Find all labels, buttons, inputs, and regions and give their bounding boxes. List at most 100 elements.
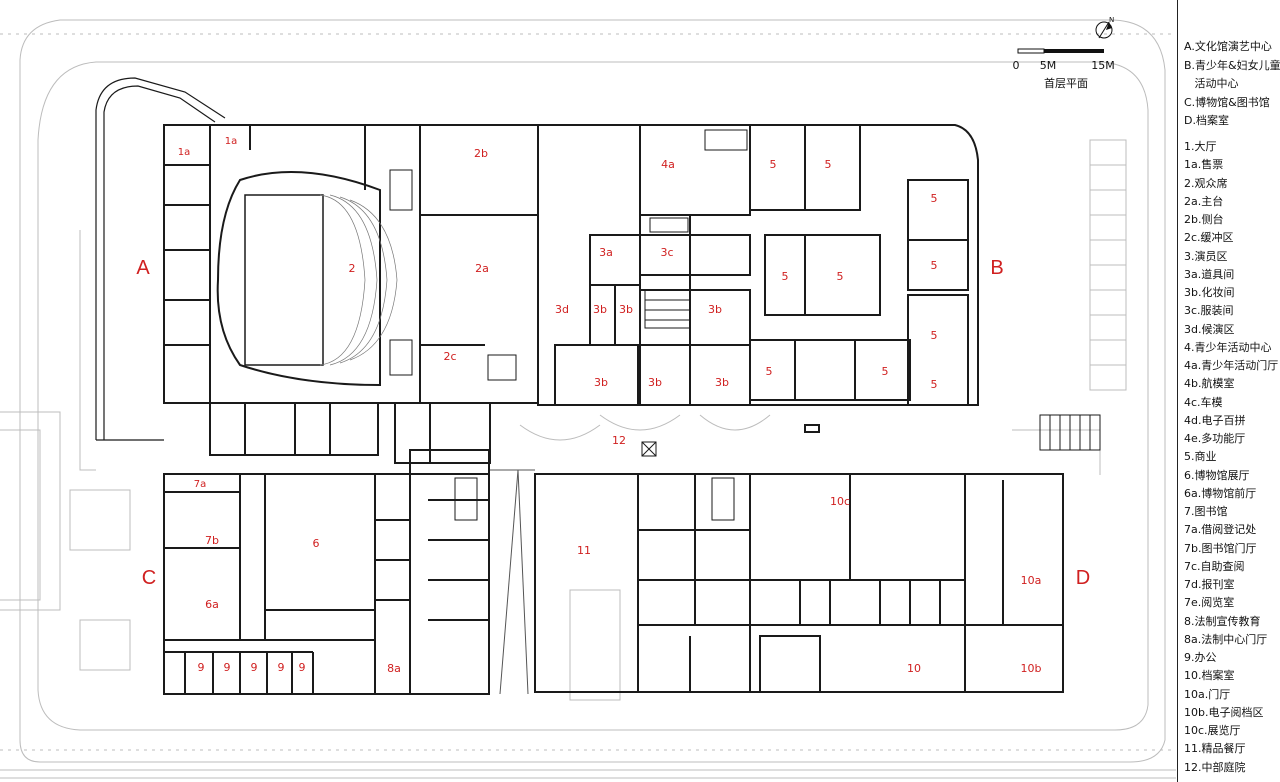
zone-label-d: D [1076,567,1090,589]
legend-room-item: 10b.电子阅档区 [1184,705,1264,719]
room-label: 5 [782,270,789,283]
legend-zone-c: C.博物馆&图书馆 [1184,95,1270,109]
legend-room-item: 1a.售票 [1184,158,1224,172]
legend-room-item: 7b.图书馆门厅 [1184,541,1257,555]
room-label: 10a [1021,574,1042,587]
room-label: 9 [251,661,258,674]
zone-labels: A B C D [136,257,1090,589]
legend-room-item: 11.精品餐厅 [1184,742,1246,756]
legend-room-item: 6a.博物馆前厅 [1184,486,1257,500]
room-label: 2 [349,262,356,275]
legend-zone-a: A.文化馆演艺中心 [1184,40,1272,53]
room-label: 12 [612,434,626,447]
room-label: 3b [715,376,729,389]
room-label: 4a [661,158,675,171]
room-label: 5 [766,365,773,378]
legend-room-item: 4d.电子百拼 [1184,413,1246,427]
legend-zone-b: B.青少年&妇女儿童 [1184,58,1280,72]
zone-label-c: C [142,567,156,589]
legend-room-item: 7a.借阅登记处 [1184,523,1257,537]
room-label: 3b [594,376,608,389]
room-label: 11 [577,544,591,557]
room-label: 8a [387,662,401,675]
zone-legend: A.文化馆演艺中心 B.青少年&妇女儿童 活动中心 C.博物馆&图书馆 D.档案… [1184,38,1280,131]
room-label: 5 [931,378,938,391]
walls [163,124,1064,695]
scale-tick-15m: 15M [1091,59,1115,72]
room-label: 1a [225,136,238,147]
legend-room-item: 5.商业 [1184,450,1217,464]
legend-room-item: 2a.主台 [1184,194,1224,208]
site-outline [0,19,1176,779]
room-label: 3b [593,303,607,316]
room-label: 6 [313,537,320,550]
room-label: 10 [907,662,921,675]
room-label: 6a [205,598,219,611]
curved-facade [95,77,226,441]
scale-tick-5m: 5M [1040,59,1057,72]
legend-room-item: 4e.多功能厅 [1184,432,1246,445]
room-label: 10b [1021,662,1042,675]
room-label: 5 [825,158,832,171]
room-label: 3d [555,303,569,316]
room-label: 3c [660,246,673,259]
room-label: 3b [708,303,722,316]
legend-room-item: 3.演员区 [1184,249,1228,263]
floor-plan: 1a 1a 2b 2 2a 2c 4a 5 5 5 3a 3c 3d 3b 3b… [0,16,1176,779]
north-arrow-icon: N [1095,16,1114,39]
legend-room-item: 4c.车模 [1184,395,1223,409]
zone-label-b: B [990,257,1003,279]
room-label: 9 [278,661,285,674]
north-label: N [1109,16,1114,24]
legend-room-item: 4b.航模室 [1184,377,1235,391]
legend-room-item: 6.博物馆展厅 [1184,468,1250,482]
room-labels: 1a 1a 2b 2 2a 2c 4a 5 5 5 3a 3c 3d 3b 3b… [178,136,1042,675]
room-label: 2a [475,262,489,275]
legend-zone-d: D.档案室 [1184,114,1229,128]
room-label: 7a [194,479,207,490]
legend-room-item: 7d.报刊室 [1184,578,1235,591]
legend-room-item: 8a.法制中心门厅 [1184,632,1268,646]
room-label: 9 [224,661,231,674]
legend-room-item: 3a.道具间 [1184,267,1235,281]
legend-zone-b-cont: 活动中心 [1184,77,1239,91]
room-label: 1a [178,147,191,158]
zone-label-a: A [136,257,150,279]
legend-room-item: 2.观众席 [1184,176,1228,190]
legend-room-item: 2c.缓冲区 [1184,231,1234,245]
legend-room-item: 1.大厅 [1184,140,1217,153]
legend-panel: A.文化馆演艺中心 B.青少年&妇女儿童 活动中心 C.博物馆&图书馆 D.档案… [1177,0,1280,782]
legend-room-item: 3c.服装间 [1184,304,1234,318]
legend-room-item: 10c.展览厅 [1184,724,1241,737]
scale-bar: 0 5M 15M 首层平面 [1013,48,1115,90]
room-label: 5 [931,192,938,205]
room-label: 5 [931,329,938,342]
room-label: 5 [931,259,938,272]
room-label: 5 [882,365,889,378]
scale-tick-0: 0 [1013,59,1020,72]
room-label: 7b [205,534,219,547]
legend-room-item: 8.法制宣传教育 [1184,614,1261,628]
stairs [389,129,1101,695]
legend-room-item: 7.图书馆 [1184,505,1228,518]
room-label: 9 [299,661,306,674]
legend-room-item: 4.青少年活动中心 [1184,340,1272,354]
legend-room-item: 3d.候演区 [1184,322,1235,336]
room-label: 2b [474,147,488,160]
room-label: 10c [830,495,850,508]
legend-room-item: 9.办公 [1184,651,1217,664]
legend-room-item: 10.档案室 [1184,669,1235,683]
room-label: 5 [770,158,777,171]
legend-room-item: 7c.自助查阅 [1184,559,1245,573]
legend-room-item: 12.中部庭院 [1184,760,1246,774]
room-label: 3b [648,376,662,389]
legend-room-item: 4a.青少年活动门厅 [1184,359,1279,372]
room-label: 5 [837,270,844,283]
seating [319,194,398,366]
room-label: 3a [599,246,613,259]
room-label: 9 [198,661,205,674]
room-label: 3b [619,303,633,316]
legend-room-item: 3b.化妆间 [1184,286,1235,299]
legend-room-item: 10a.门厅 [1184,687,1231,701]
